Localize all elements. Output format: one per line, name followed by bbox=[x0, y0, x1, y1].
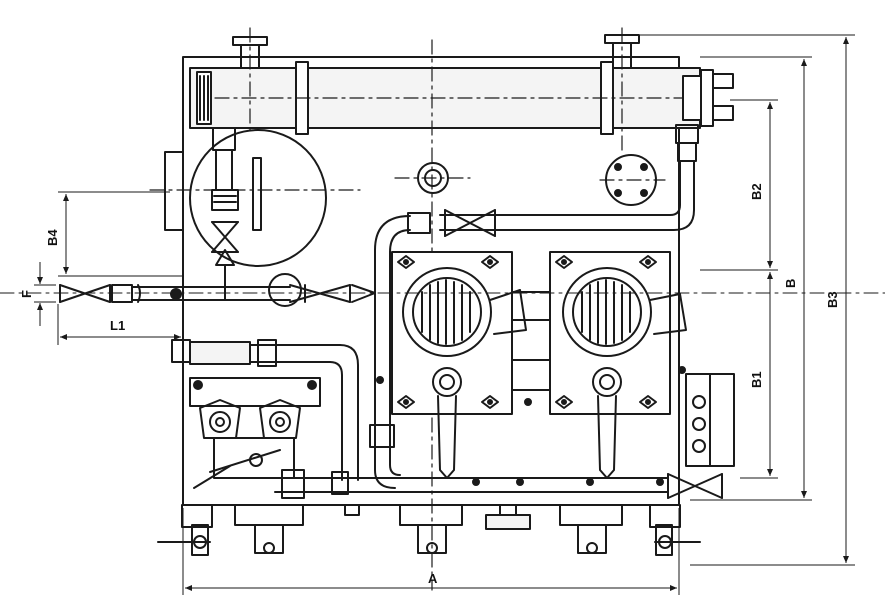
dim-line-f bbox=[34, 262, 56, 326]
outlet-pipe-left bbox=[171, 339, 359, 481]
right-flange bbox=[599, 154, 666, 206]
bottom-header bbox=[274, 469, 723, 499]
dim-line-b4 bbox=[58, 191, 183, 277]
pump-unit-2 bbox=[549, 251, 687, 479]
dim-line-a bbox=[182, 508, 680, 595]
dim-label-f: F bbox=[19, 290, 34, 298]
inlet-line bbox=[0, 273, 885, 307]
terminal-box bbox=[685, 373, 735, 467]
dim-label-b1: B1 bbox=[749, 371, 764, 388]
dim-label-l1: L1 bbox=[110, 318, 125, 333]
riser-pipe-right bbox=[407, 124, 699, 237]
vertical-pipe-center bbox=[369, 215, 411, 489]
pump-unit-1 bbox=[391, 251, 527, 479]
dim-line-l1 bbox=[57, 304, 181, 345]
filter-tank bbox=[149, 127, 361, 301]
pump-coupling bbox=[511, 291, 551, 391]
dim-line-b3 bbox=[640, 34, 855, 566]
dim-line-b1 bbox=[740, 272, 778, 479]
dim-line-b2 bbox=[700, 99, 778, 271]
dim-label-b2: B2 bbox=[749, 183, 764, 200]
base-feet bbox=[157, 504, 701, 556]
heat-exchanger bbox=[189, 27, 734, 591]
duplex-filter bbox=[189, 377, 321, 489]
dim-label-a: A bbox=[428, 571, 438, 586]
dim-label-b3: B3 bbox=[825, 291, 840, 308]
frame-bolts bbox=[376, 366, 686, 486]
top-nozzle-right bbox=[604, 27, 640, 151]
dim-label-b4: B4 bbox=[45, 229, 60, 246]
dim-line-b bbox=[690, 56, 812, 501]
center-gauge bbox=[394, 162, 471, 194]
dim-label-b: B bbox=[783, 279, 798, 288]
